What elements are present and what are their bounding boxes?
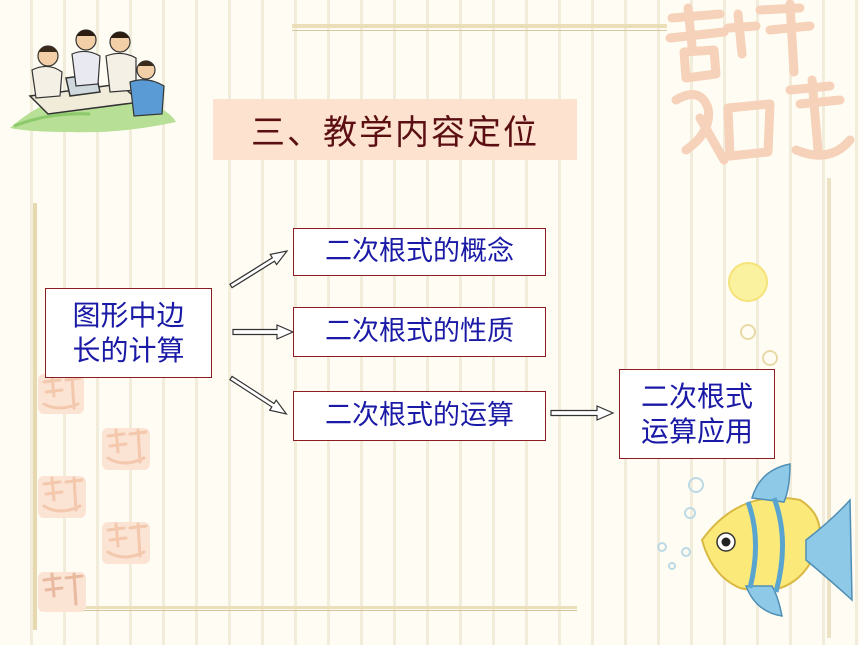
node-side-length-calculation: 图形中边长的计算	[45, 288, 212, 378]
node-label: 二次根式运算应用	[640, 380, 753, 448]
seal-watermark-4	[102, 522, 150, 564]
slide-title: 三、教学内容定位	[213, 99, 577, 160]
node-radical-operation: 二次根式的运算	[293, 391, 546, 441]
bottom-rule	[40, 606, 577, 609]
left-rule	[33, 203, 37, 630]
top-rule	[292, 24, 667, 28]
node-radical-property: 二次根式的性质	[293, 307, 546, 357]
people-at-laptop-illustration	[10, 29, 176, 133]
node-label: 二次根式的性质	[325, 316, 514, 348]
arrow-to-property	[232, 324, 295, 340]
seal-watermark-5	[38, 572, 86, 612]
node-radical-concept: 二次根式的概念	[293, 228, 546, 276]
seal-watermark-3	[38, 476, 86, 518]
arrow-to-concept	[229, 250, 289, 289]
seal-watermark-1	[38, 374, 84, 414]
bubble-icons	[657, 262, 778, 570]
right-rule	[827, 178, 831, 638]
arrow-to-operation	[229, 375, 288, 415]
arrow-to-application	[550, 405, 615, 421]
node-label: 二次根式的概念	[325, 236, 514, 268]
node-label: 二次根式的运算	[325, 400, 514, 432]
tropical-fish-illustration	[700, 463, 853, 617]
seal-watermark-2	[102, 428, 150, 470]
node-label: 图形中边长的计算	[72, 299, 185, 367]
node-radical-operation-application: 二次根式运算应用	[619, 369, 775, 459]
jixiang-watermark-large	[665, 0, 855, 165]
